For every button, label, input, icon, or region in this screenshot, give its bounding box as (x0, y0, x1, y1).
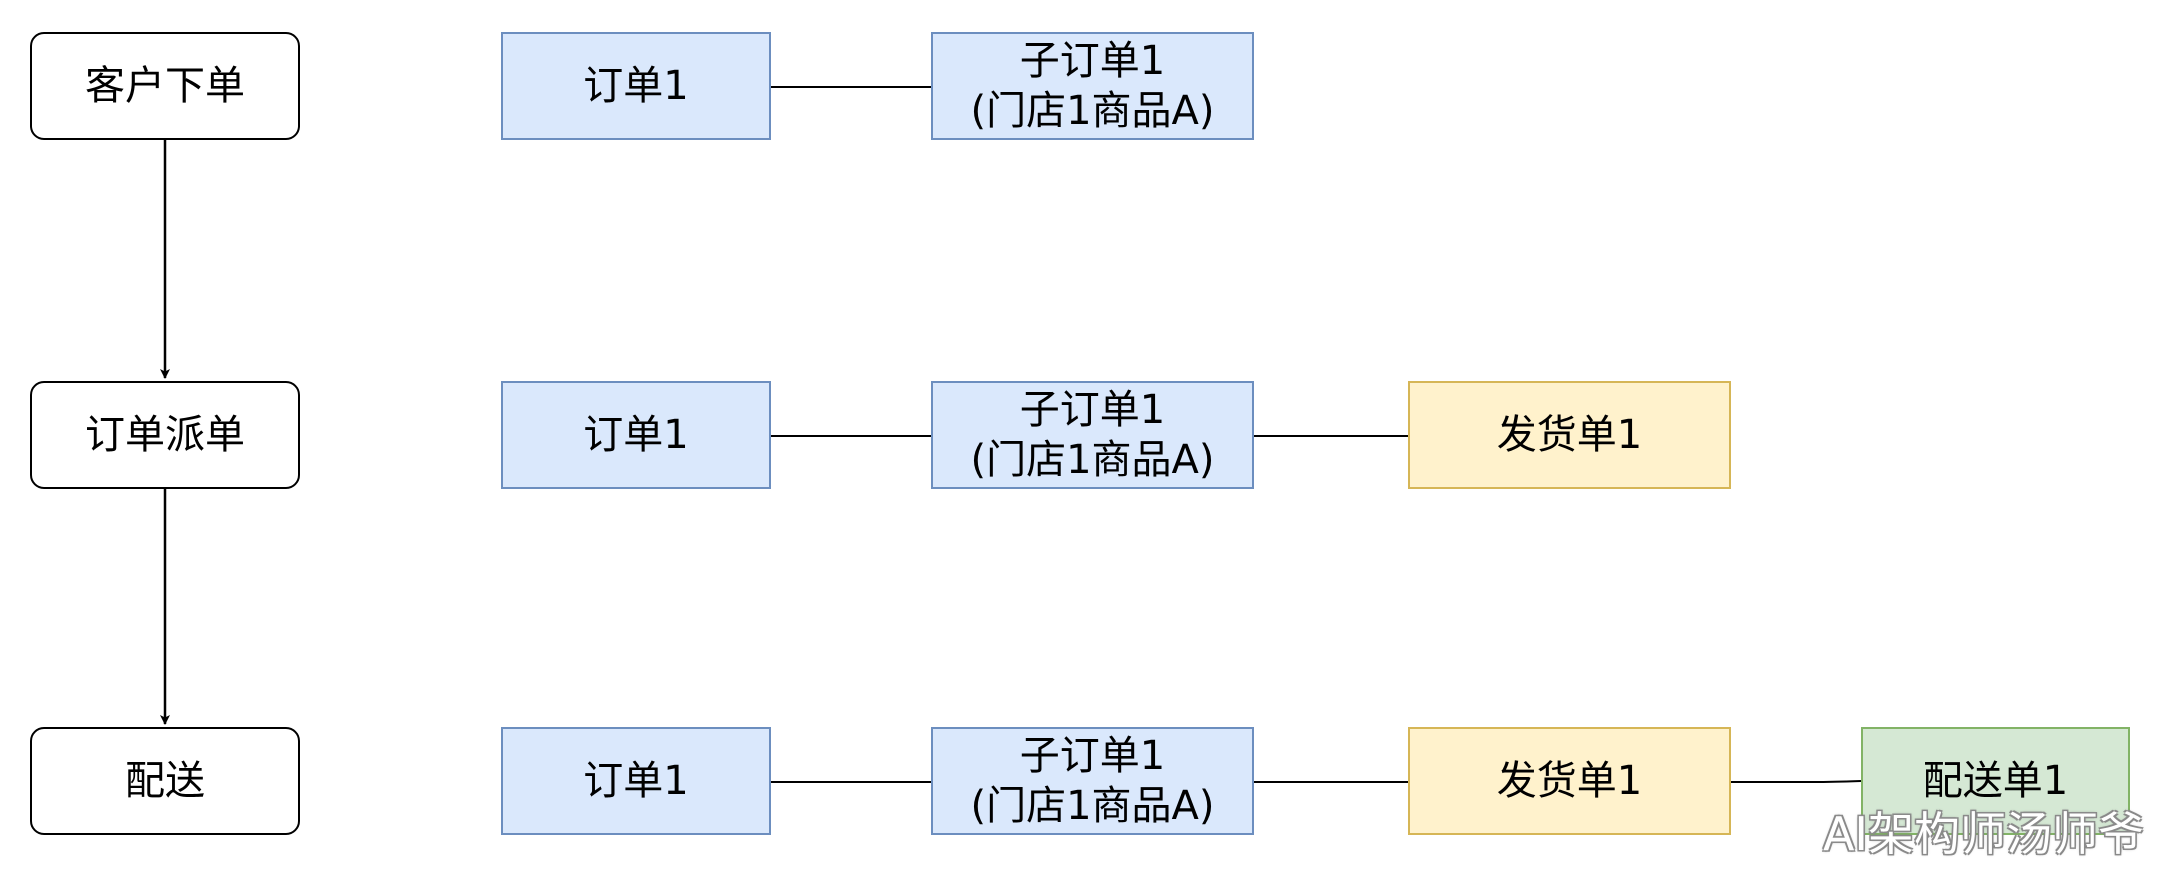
row2-order-box[interactable]: 订单1 (501, 381, 771, 489)
connector-row3-shipment-delivery (1731, 780, 1862, 783)
row3-order-box[interactable]: 订单1 (501, 727, 771, 835)
row1-sub-order-box[interactable]: 子订单1 (门店1商品A) (931, 32, 1254, 140)
row3-shipment-box[interactable]: 发货单1 (1408, 727, 1731, 835)
row3-delivery-box[interactable]: 配送单1 (1861, 727, 2130, 835)
watermark-text: AI架构师汤师爷 (1822, 807, 2144, 861)
row2-sub-order-box[interactable]: 子订单1 (门店1商品A) (931, 381, 1254, 489)
flow-step-customer-order[interactable]: 客户下单 (30, 32, 300, 140)
row2-shipment-box[interactable]: 发货单1 (1408, 381, 1731, 489)
flow-step-delivery[interactable]: 配送 (30, 727, 300, 835)
flow-step-order-dispatch[interactable]: 订单派单 (30, 381, 300, 489)
row1-order-box[interactable]: 订单1 (501, 32, 771, 140)
row3-sub-order-box[interactable]: 子订单1 (门店1商品A) (931, 727, 1254, 835)
